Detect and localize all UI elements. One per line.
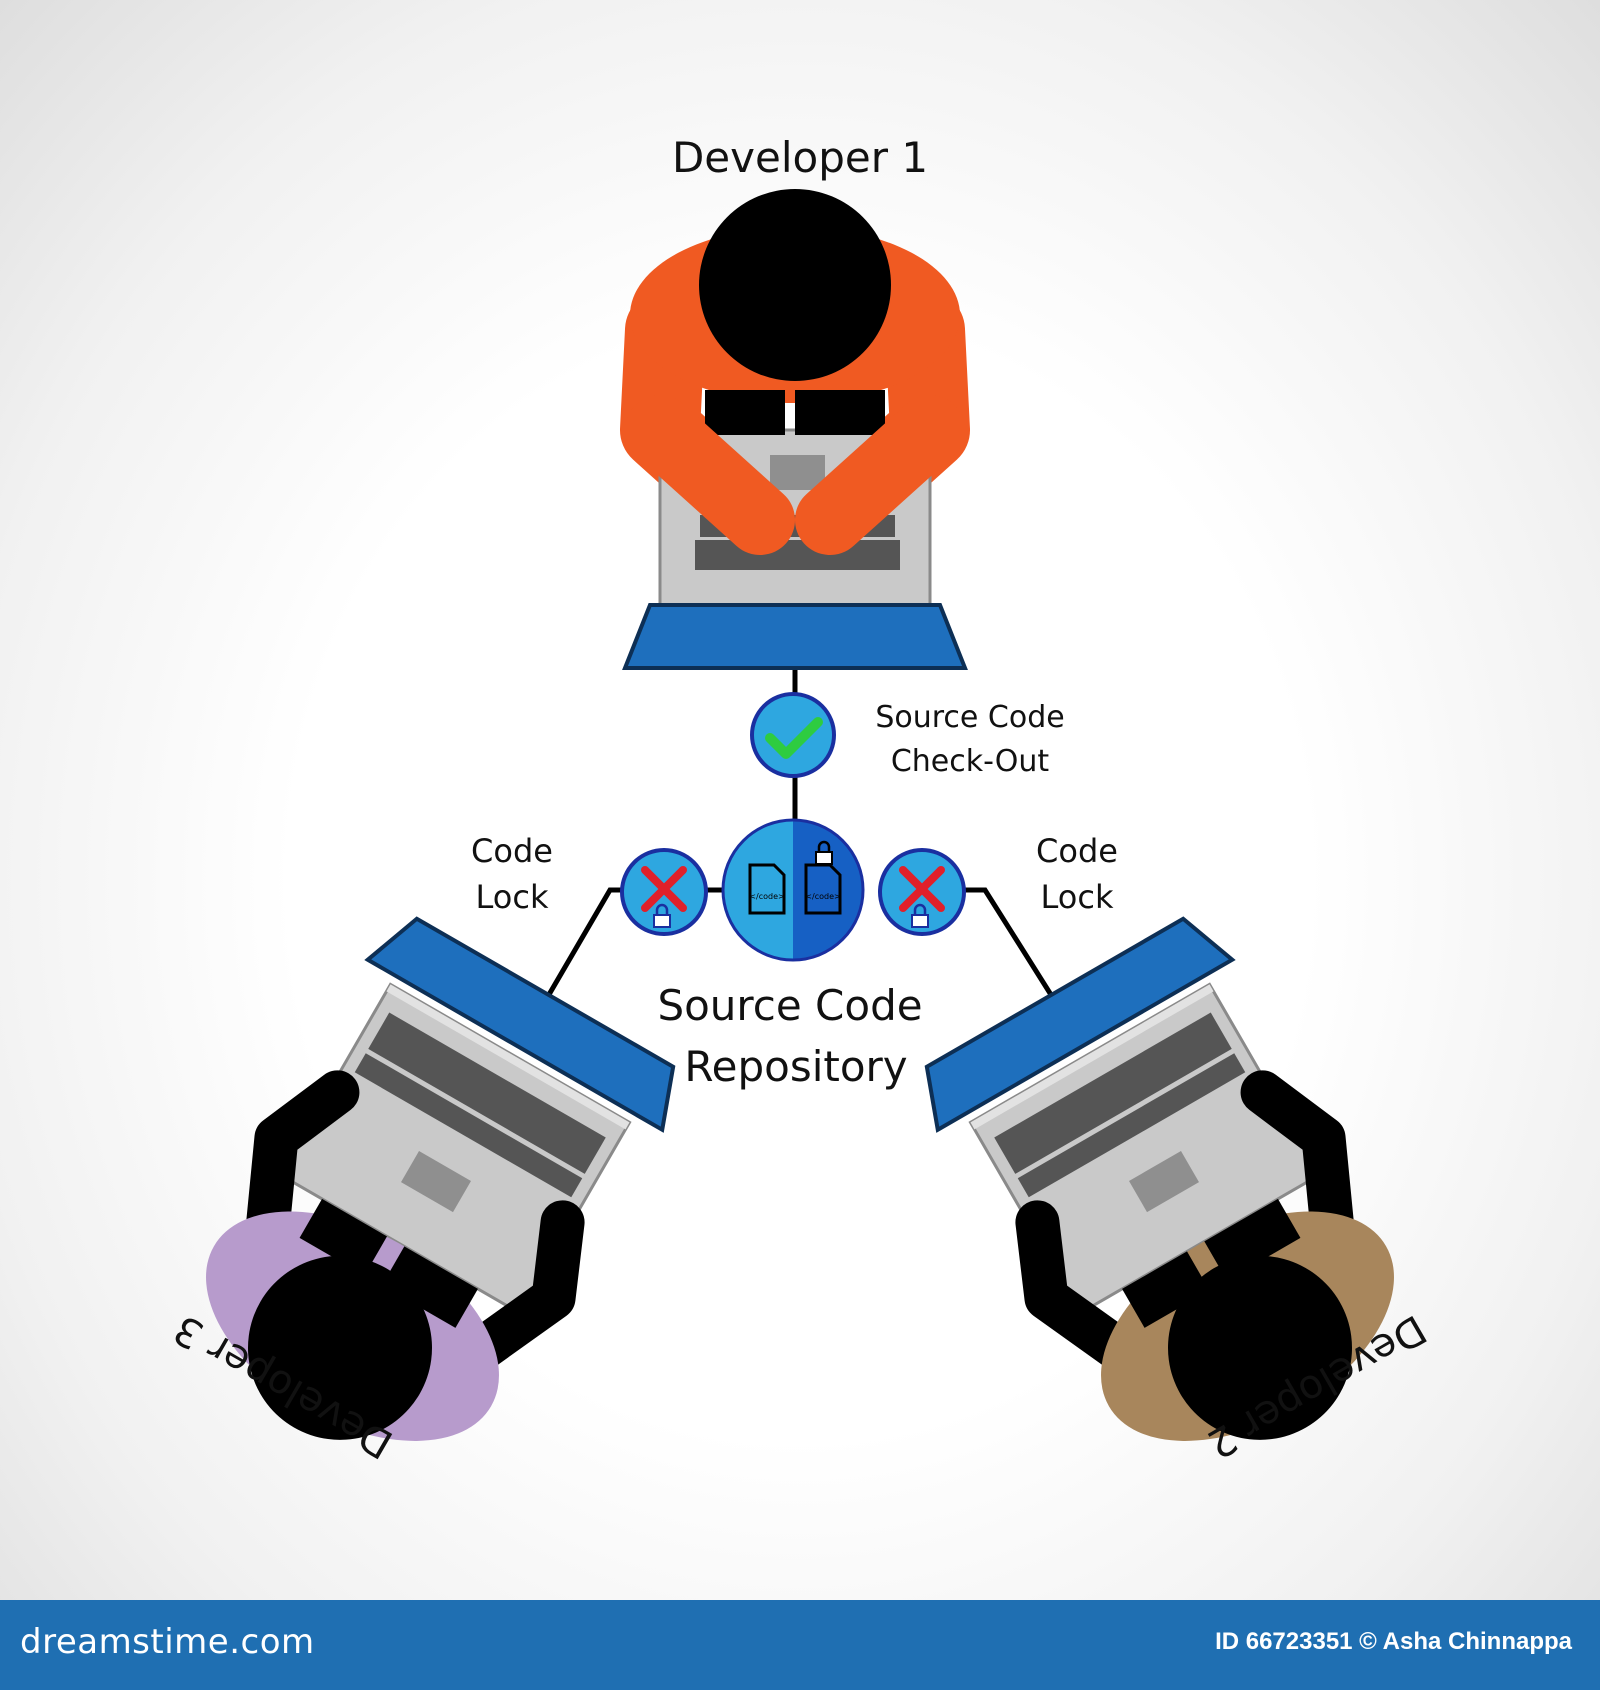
footer-bar: dreamstime.com ID 66723351 © Asha Chinna… [0,1600,1600,1690]
developer-3-head [248,1255,432,1440]
developer-1-figure [620,189,970,670]
developer-2-head [1168,1255,1352,1440]
padlock-icon [653,903,671,928]
x-mark-icon [641,866,687,912]
right-lock-label-line1: Code [1036,832,1118,870]
repository-label-line1: Source Code [657,981,922,1030]
version-control-diagram: </code> </code> Developer 1 Source Code … [166,133,1433,1467]
checkout-label-line2: Check-Out [891,744,1050,779]
left-lock-node [620,848,708,936]
diagram-canvas: </code> </code> Developer 1 Source Code … [0,0,1600,1600]
developer-3-figure [206,905,695,1441]
padlock-icon [815,840,833,865]
repository-label-line2: Repository [684,1042,907,1091]
checkmark-icon [765,717,823,759]
code-file-icon: </code> [748,863,786,915]
developer-1-label: Developer 1 [672,133,928,182]
checkout-label-line1: Source Code [875,700,1064,735]
image-credit: ID 66723351 © Asha Chinnappa [1215,1628,1572,1655]
padlock-icon [911,903,929,928]
brand-text: dreamstime.com [20,1622,315,1662]
checkout-node [750,692,836,778]
developer-2-figure [905,905,1394,1441]
developer-1-head [699,189,891,381]
right-lock-node [878,848,966,936]
repository-node: </code> </code> [721,818,865,962]
code-file-label: </code> [749,892,784,901]
code-file-label: </code> [805,892,840,901]
x-mark-icon [899,866,945,912]
left-lock-label-line2: Lock [476,878,549,916]
right-lock-label-line2: Lock [1041,878,1114,916]
left-lock-label-line1: Code [471,832,553,870]
code-file-icon: </code> [804,863,842,915]
